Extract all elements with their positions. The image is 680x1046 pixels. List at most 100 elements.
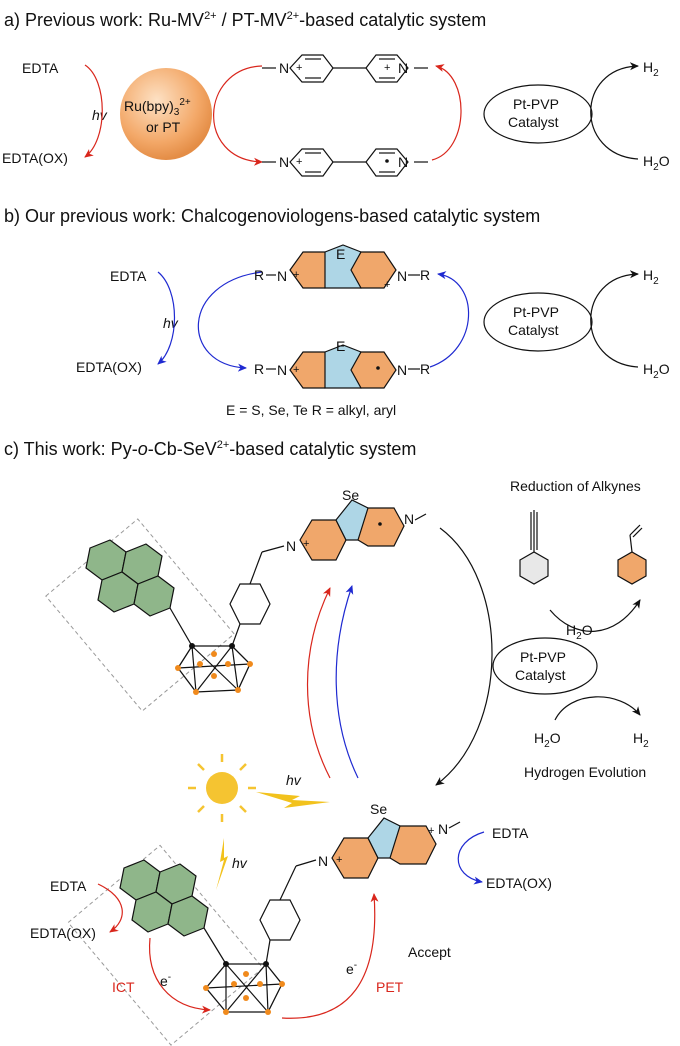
- svg-text:R: R: [420, 361, 430, 377]
- h2o-label: H2O: [643, 153, 670, 173]
- edta-ox-right-label: EDTA(OX): [486, 875, 552, 891]
- svg-text:N: N: [279, 154, 289, 170]
- svg-text:+: +: [303, 538, 309, 550]
- carborane-cage: [203, 961, 285, 1015]
- svg-text:+: +: [296, 62, 302, 74]
- pyrene-unit: [85, 539, 175, 617]
- svg-text:+: +: [428, 825, 434, 837]
- catalyst-ellipse: [483, 292, 593, 352]
- pyrene-unit: [119, 859, 209, 937]
- catalyst-label-1: Pt-PVP: [513, 96, 559, 112]
- alkyne-reduction-arrow: [549, 599, 641, 632]
- svg-text:N: N: [438, 821, 448, 837]
- svg-text:+: +: [384, 279, 390, 291]
- svg-text:N: N: [277, 268, 287, 284]
- svg-text:+: +: [296, 156, 302, 168]
- svg-text:R: R: [420, 267, 430, 283]
- methyl-viologen-radical: N + N: [262, 148, 428, 177]
- edta-left-label: EDTA: [50, 878, 87, 894]
- svg-text:N: N: [277, 362, 287, 378]
- svg-text:+: +: [293, 269, 299, 281]
- section-a-title: a) Previous work: Ru-MV2+ / PT-MV2+-base…: [4, 10, 486, 30]
- catalyst-label-2: Catalyst: [508, 114, 559, 130]
- h2-evolution-arrow: [590, 270, 639, 368]
- pet-label: PET: [376, 979, 404, 995]
- electron-label-right: e-: [346, 960, 357, 977]
- edta-oxidation-arrow: [84, 64, 103, 158]
- electron-transfer-arrow: [435, 527, 493, 786]
- edta-oxidation-arrow-left: [97, 883, 123, 933]
- styrene: [617, 524, 647, 585]
- svg-text:E: E: [336, 246, 345, 262]
- catalyst-ellipse: [483, 84, 593, 144]
- phenylacetylene: [519, 510, 549, 585]
- svg-text:N: N: [404, 511, 414, 527]
- section-a: a) Previous work: Ru-MV2+ / PT-MV2+-base…: [2, 10, 670, 177]
- h2-label: H2: [643, 59, 659, 79]
- reduction-title: Reduction of Alkynes: [510, 478, 641, 494]
- svg-text:+: +: [336, 854, 342, 866]
- chalcogenoviologen-radical: E R N + N R: [254, 338, 430, 389]
- edta-right-label: EDTA: [492, 825, 529, 841]
- ru-label: Ru(bpy)32+: [124, 97, 191, 118]
- excitation-arrow-red: [306, 587, 331, 779]
- excitation-arrow-blue: [335, 585, 359, 779]
- pt-label: or PT: [146, 119, 181, 135]
- lightning-icon: [256, 792, 330, 808]
- ict-arrow: [148, 937, 211, 1014]
- catalyst-label-2: Catalyst: [515, 667, 566, 683]
- section-c-title: c) This work: Py-o-Cb-SeV2+-based cataly…: [4, 439, 416, 459]
- h2-evolution-arrow: [590, 62, 639, 160]
- svg-text:N: N: [318, 853, 328, 869]
- h2o-top-label: H2O: [566, 622, 593, 642]
- methyl-viologen-dication: N + N +: [262, 54, 428, 83]
- accept-label: Accept: [408, 944, 451, 960]
- reduction-arrow: [213, 65, 263, 166]
- hv-label-1: hv: [286, 772, 302, 788]
- svg-text:N: N: [397, 268, 407, 284]
- svg-text:N: N: [286, 538, 296, 554]
- svg-text:Se: Se: [342, 487, 359, 503]
- svg-text:R: R: [254, 361, 264, 377]
- regeneration-arrow: [431, 64, 462, 161]
- edta-label: EDTA: [22, 60, 59, 76]
- hydrogen-evolution-arrow: [554, 696, 641, 721]
- catalyst-label-1: Pt-PVP: [513, 304, 559, 320]
- svg-text:Se: Se: [370, 801, 387, 817]
- reduction-arrow: [197, 271, 263, 372]
- svg-text:N: N: [397, 362, 407, 378]
- section-c: c) This work: Py-o-Cb-SeV2+-based cataly…: [4, 439, 649, 1046]
- section-b-title: b) Our previous work: Chalcogenoviologen…: [4, 206, 540, 226]
- svg-text:N: N: [279, 60, 289, 76]
- h2o-bottom-label: H2O: [534, 730, 561, 750]
- hv-label: hv: [163, 315, 179, 331]
- edta-ox-label: EDTA(OX): [2, 150, 68, 166]
- svg-text:N: N: [398, 60, 408, 76]
- edta-ox-left-label: EDTA(OX): [30, 925, 96, 941]
- svg-text:N: N: [398, 154, 408, 170]
- svg-text:E: E: [336, 338, 345, 354]
- substituent-legend: E = S, Se, Te R = alkyl, aryl: [226, 402, 396, 418]
- edta-oxidation-arrow-right: [457, 831, 485, 885]
- h2-label: H2: [633, 730, 649, 750]
- py-cb-sev-dication-molecule: Se N + + N: [67, 801, 461, 1046]
- sun-icon: [188, 754, 256, 822]
- ict-label: ICT: [112, 979, 135, 995]
- lightning-icon: [216, 838, 228, 890]
- h2o-label: H2O: [643, 361, 670, 381]
- pet-arrow: [281, 893, 379, 1019]
- edta-oxidation-arrow: [157, 271, 175, 365]
- section-b: b) Our previous work: Chalcogenoviologen…: [4, 206, 670, 418]
- photosensitizer-ball: [120, 68, 212, 160]
- regeneration-arrow: [429, 271, 470, 368]
- edta-ox-label: EDTA(OX): [76, 359, 142, 375]
- py-cb-sev-radical-molecule: Se N + N: [45, 487, 427, 712]
- hv-label: hv: [92, 107, 108, 123]
- electron-label-left: e-: [160, 972, 171, 989]
- catalyst-label-1: Pt-PVP: [520, 649, 566, 665]
- pyrene-carborane-box: [67, 844, 264, 1046]
- svg-text:+: +: [384, 62, 390, 74]
- svg-text:+: +: [293, 364, 299, 376]
